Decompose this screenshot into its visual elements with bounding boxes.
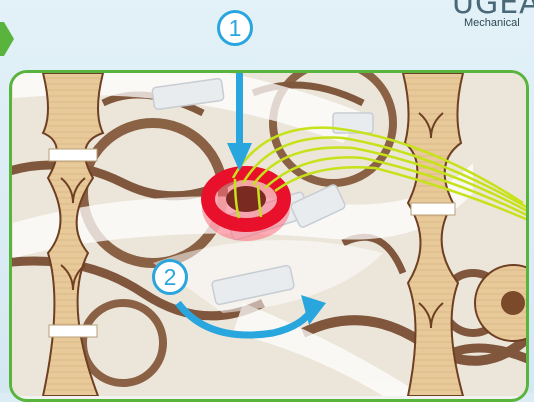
green-chevron-icon	[0, 22, 14, 56]
brand-subtitle: Mechanical	[464, 17, 534, 29]
step-number-1: 1	[217, 10, 253, 46]
assembly-illustration	[9, 70, 529, 402]
step-number-2: 2	[152, 259, 188, 295]
assembly-drawing	[9, 70, 529, 396]
red-ring-highlight	[202, 173, 290, 241]
